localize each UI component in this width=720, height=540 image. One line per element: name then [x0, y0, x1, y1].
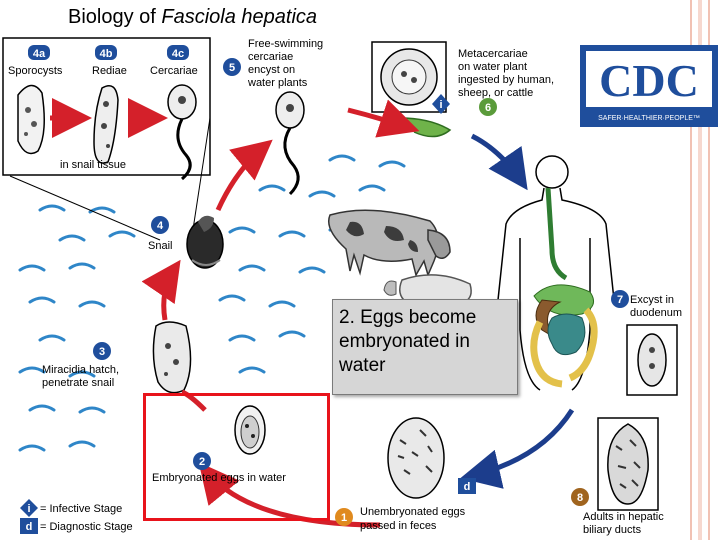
- free-swimming-cercaria-illustration: [275, 91, 305, 196]
- label-snail: Snail: [148, 240, 172, 252]
- badge-4a: 4a: [28, 45, 50, 60]
- sheep-illustration: [383, 274, 472, 303]
- label-stage6-line3: ingested by human,: [458, 74, 554, 86]
- slide-border-decoration: [690, 0, 710, 540]
- legend-infective-symbol: i: [27, 503, 30, 515]
- badge-1: 1: [335, 508, 353, 526]
- svg-text:d: d: [464, 481, 471, 493]
- badge-3-number: 3: [99, 346, 105, 358]
- page-title: Biology of Fasciola hepatica: [68, 6, 317, 29]
- label-stage3-line2: penetrate snail: [42, 377, 114, 389]
- badge-7-number: 7: [617, 294, 623, 306]
- infective-stage-badge: i: [432, 94, 450, 114]
- cdc-logo-text: CDC: [599, 55, 699, 106]
- label-stage7-line1: Excyst in: [630, 294, 674, 306]
- sporocyst-illustration: [17, 84, 45, 155]
- badge-2: 2: [193, 452, 211, 470]
- badge-2-number: 2: [199, 456, 205, 468]
- diagnostic-stage-badge: d: [458, 478, 476, 494]
- excysted-metacercaria-illustration: [626, 324, 678, 396]
- label-rediae: Rediae: [92, 65, 127, 77]
- label-stage6-line4: sheep, or cattle: [458, 87, 533, 99]
- water-waves: [18, 154, 406, 452]
- legend-infective: i = Infective Stage: [20, 499, 122, 517]
- label-stage8-line2: biliary ducts: [583, 524, 642, 536]
- badge-4b: 4b: [95, 45, 117, 60]
- label-stage6-line2: on water plant: [458, 61, 527, 73]
- cdc-logo-tagline: SAFER·HEALTHIER·PEOPLE™: [598, 115, 700, 122]
- callout-text: 2. Eggs become embryonated in water: [339, 307, 477, 376]
- badge-4b-number: 4b: [100, 48, 113, 60]
- label-stage1-line2: passed in feces: [360, 520, 437, 532]
- label-stage6-line1: Metacercariae: [458, 48, 528, 60]
- label-stage1-line1: Unembryonated eggs: [360, 506, 466, 518]
- redia-illustration: [93, 85, 119, 164]
- legend-diagnostic-label: = Diagnostic Stage: [40, 521, 133, 533]
- adult-fluke-illustration: [597, 417, 659, 511]
- badge-4: 4: [151, 216, 169, 234]
- label-stage5-line1: Free-swimming: [248, 38, 323, 50]
- badge-5: 5: [223, 58, 241, 76]
- embryonated-eggs-highlight-box: [143, 393, 330, 521]
- callout-box: 2. Eggs become embryonated in water: [332, 299, 518, 395]
- svg-text:i: i: [439, 99, 442, 111]
- label-embryonated-eggs: Embryonated eggs in water: [152, 472, 286, 484]
- title-species: Fasciola hepatica: [161, 6, 318, 28]
- badge-4c: 4c: [167, 45, 189, 60]
- label-cercariae: Cercariae: [150, 65, 198, 77]
- metacercaria-illustration: [371, 41, 452, 138]
- label-stage8-line1: Adults in hepatic: [583, 511, 664, 523]
- legend-diagnostic-symbol: d: [26, 521, 33, 533]
- badge-6: 6: [479, 98, 497, 116]
- digestive-organs: [530, 187, 598, 388]
- cercaria-illustration: [167, 84, 197, 181]
- label-sporocysts: Sporocysts: [8, 65, 63, 77]
- cdc-logo: CDC SAFER·HEALTHIER·PEOPLE™: [580, 45, 718, 127]
- cow-illustration: [328, 209, 451, 278]
- label-stage3-line1: Miracidia hatch,: [42, 364, 119, 376]
- label-stage5-line3: encyst on: [248, 64, 295, 76]
- title-main: Biology of: [68, 6, 162, 28]
- label-in-snail-tissue: in snail tissue: [60, 159, 126, 171]
- legend-diagnostic: d = Diagnostic Stage: [20, 518, 133, 534]
- embryonated-egg-illustration: [234, 405, 266, 455]
- label-stage7-line2: duodenum: [630, 307, 682, 319]
- badge-8-number: 8: [577, 492, 583, 504]
- badge-5-number: 5: [229, 62, 235, 74]
- miracidium-illustration: [152, 321, 192, 394]
- badge-1-number: 1: [341, 512, 347, 524]
- badge-4c-number: 4c: [172, 48, 184, 60]
- label-stage5-line4: water plants: [247, 77, 308, 89]
- badge-6-number: 6: [485, 102, 491, 114]
- badge-4-number: 4: [157, 220, 164, 232]
- unembryonated-egg-illustration: [387, 417, 445, 499]
- badge-7: 7: [611, 290, 629, 308]
- badge-4a-number: 4a: [33, 48, 46, 60]
- legend-infective-label: = Infective Stage: [40, 503, 122, 515]
- badge-3: 3: [93, 342, 111, 360]
- label-stage5-line2: cercariae: [248, 51, 293, 63]
- badge-8: 8: [571, 488, 589, 506]
- snail-illustration: [186, 215, 224, 269]
